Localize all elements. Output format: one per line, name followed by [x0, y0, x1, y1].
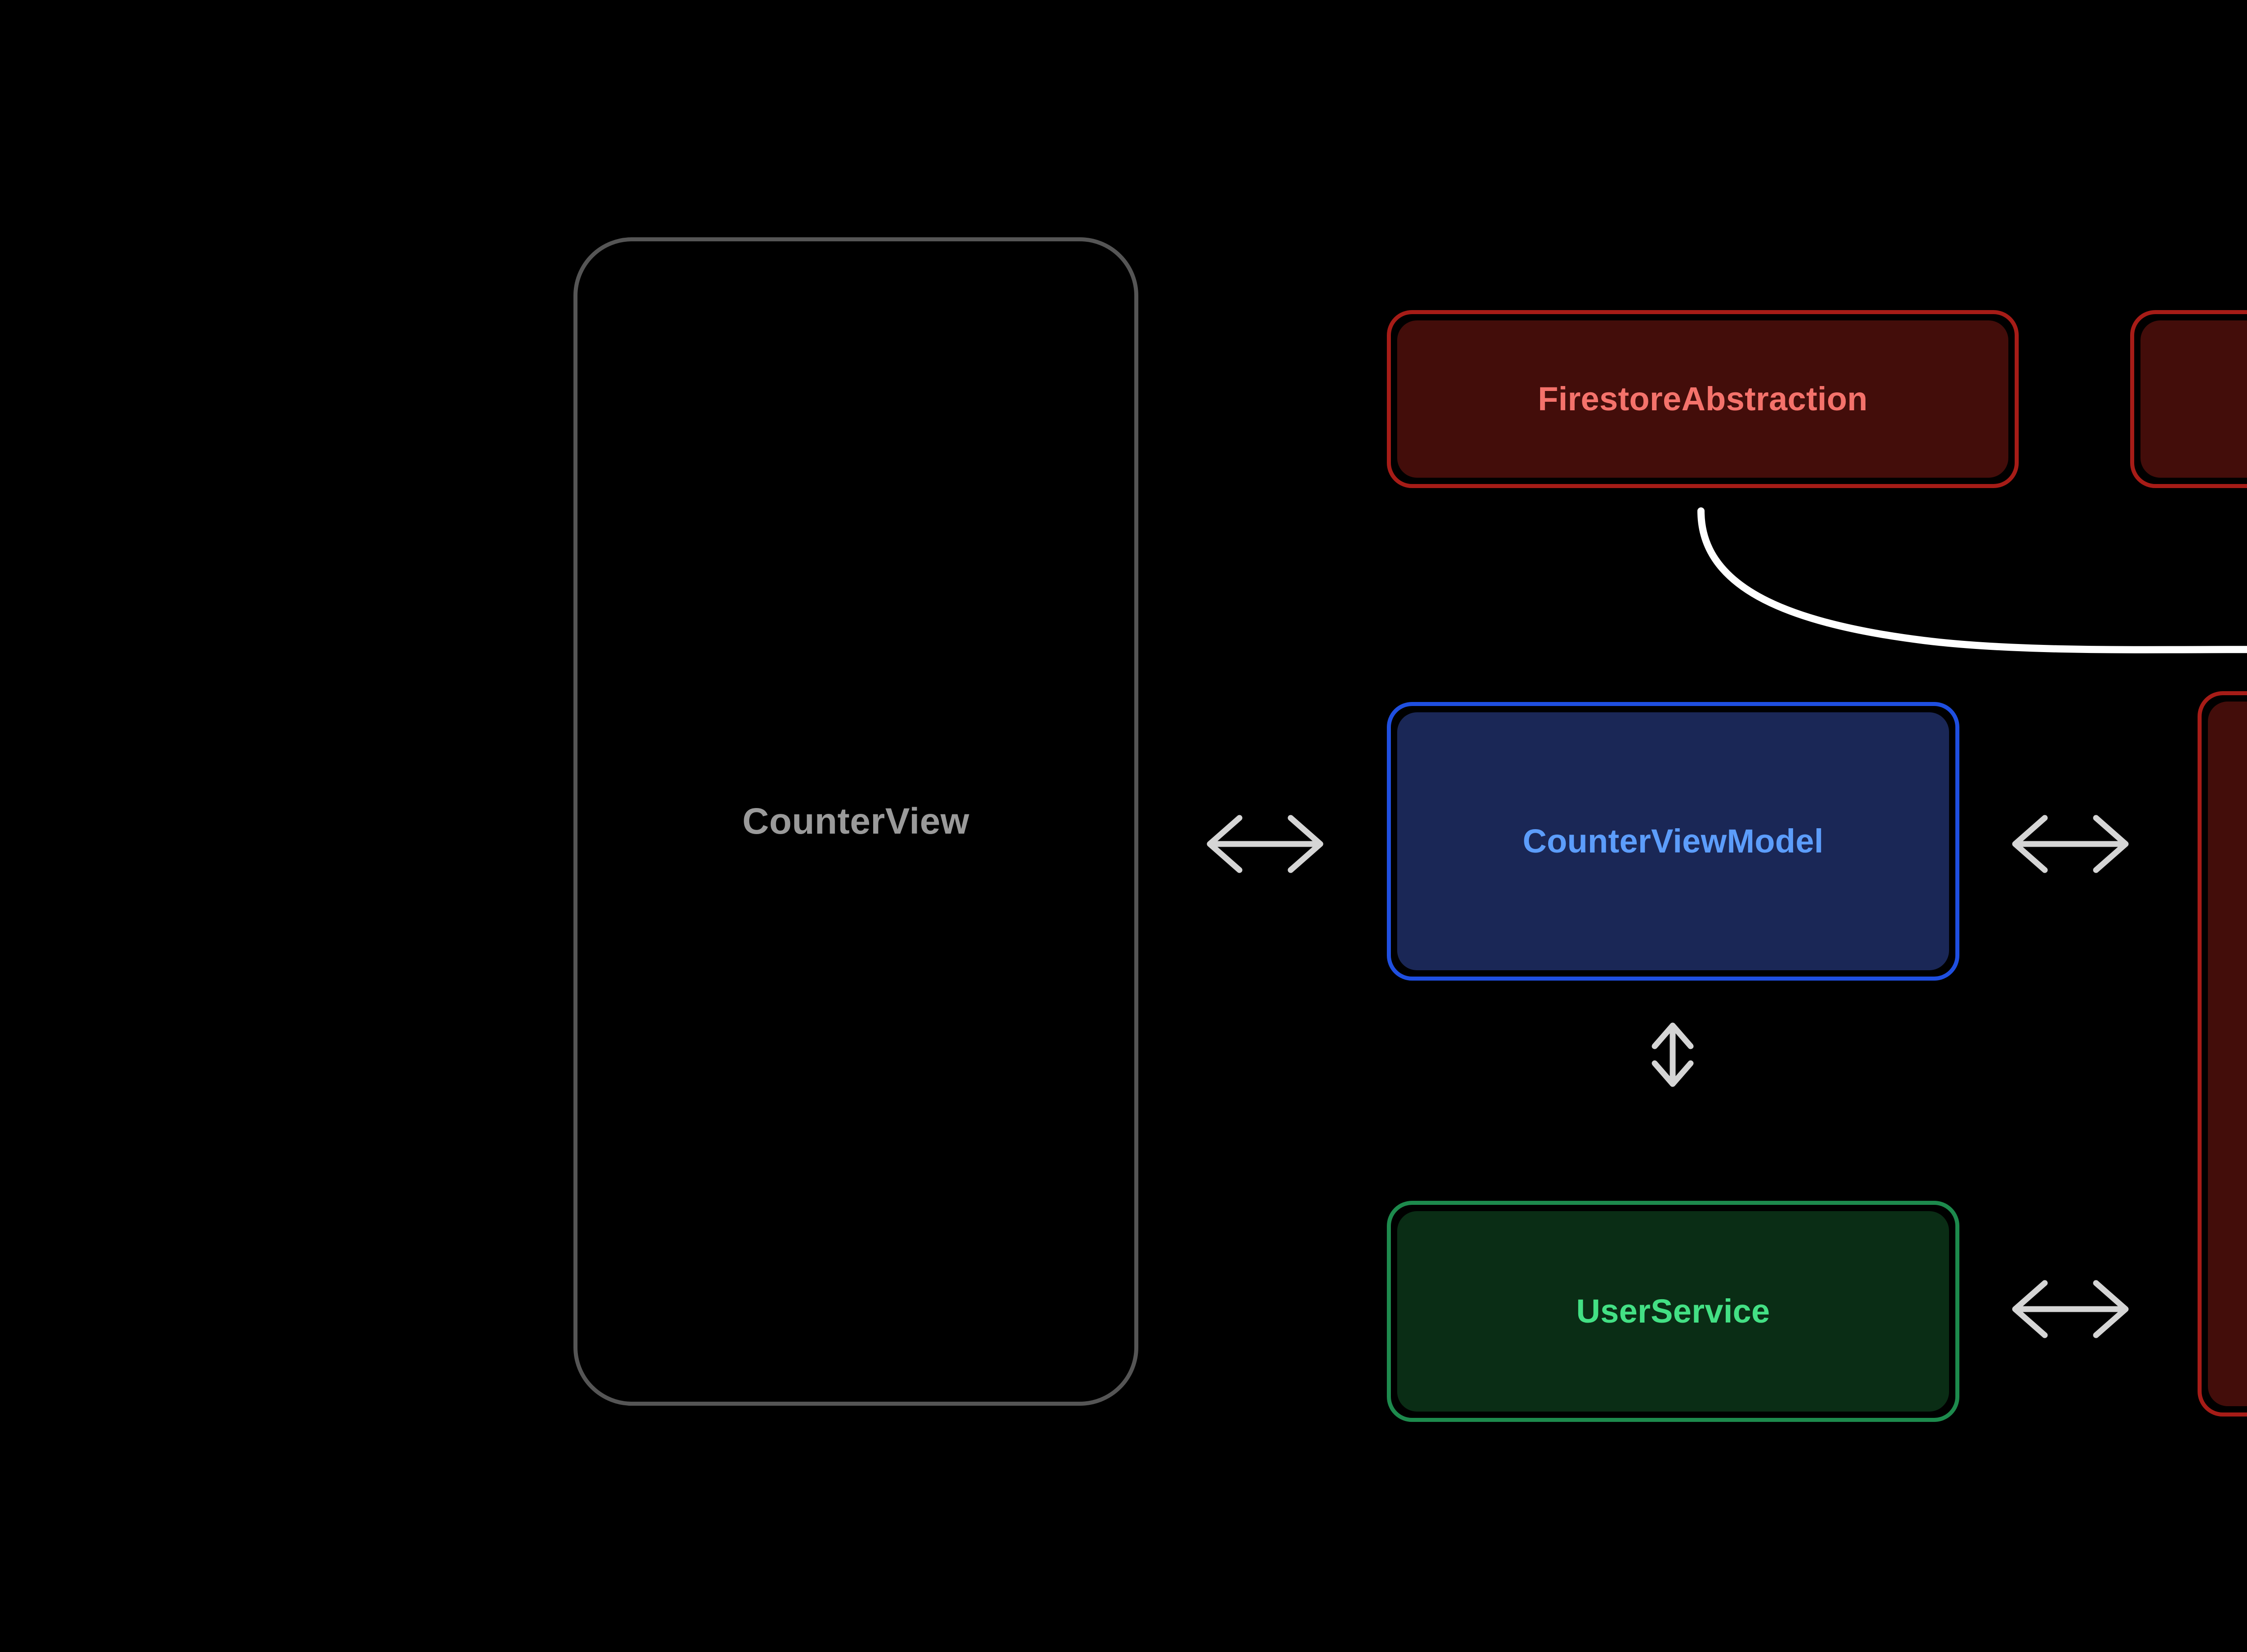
- node-counter-view-model-body: CounterViewModel: [1397, 712, 1949, 970]
- node-counter-view-model[interactable]: CounterViewModel: [1387, 702, 1959, 981]
- node-counter-view-model-label: CounterViewModel: [1523, 822, 1824, 860]
- node-firestore-abstraction[interactable]: FirestoreAbstraction: [1387, 310, 2019, 488]
- node-firestore-abstraction-body: FirestoreAbstraction: [1397, 320, 2008, 478]
- node-user-service-body: UserService: [1397, 1211, 1949, 1412]
- counter-view-phone-frame[interactable]: CounterView: [573, 237, 1138, 1406]
- node-firestore-abstraction-label: FirestoreAbstraction: [1538, 380, 1868, 418]
- arrow-firestore-to-repository: [1697, 507, 2247, 653]
- counter-view-label: CounterView: [742, 801, 970, 842]
- arrow-view-to-viewmodel: [1207, 815, 1323, 873]
- node-user-repository[interactable]: UserRepository: [2198, 691, 2247, 1417]
- arrow-userservice-to-repository: [2012, 1280, 2129, 1338]
- arrow-viewmodel-to-userservice: [1652, 1022, 1694, 1087]
- node-user-service[interactable]: UserService: [1387, 1201, 1959, 1422]
- node-firebase-auth-abstraction-body: FirebaseAuthAbstraction: [2140, 320, 2247, 478]
- node-user-service-label: UserService: [1576, 1292, 1770, 1330]
- node-firebase-auth-abstraction[interactable]: FirebaseAuthAbstraction: [2130, 310, 2247, 488]
- arrow-viewmodel-to-repository: [2012, 815, 2129, 873]
- node-user-repository-body: UserRepository: [2208, 702, 2247, 1406]
